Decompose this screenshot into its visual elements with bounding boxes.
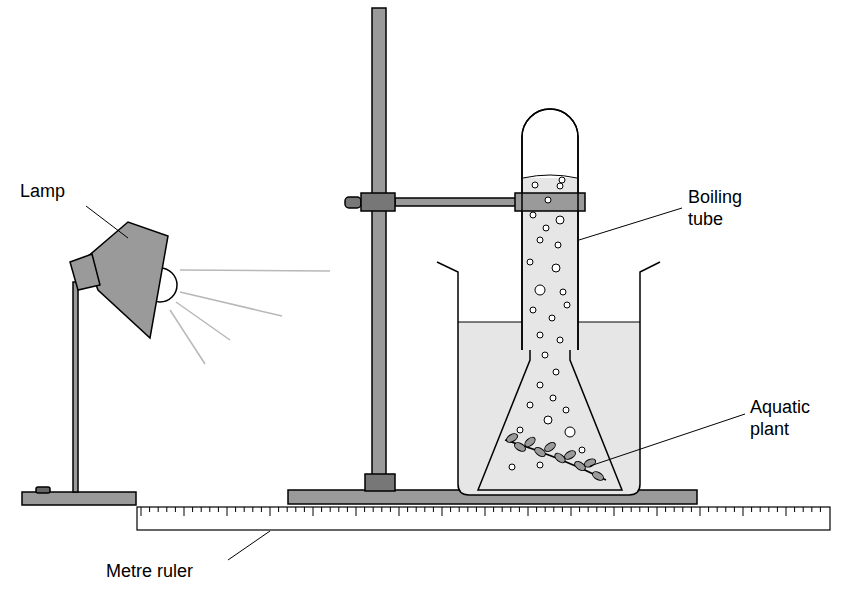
aquatic-plant (505, 440, 606, 480)
lamp-label: Lamp (20, 180, 100, 202)
boiling-tube-label: Boiling tube (688, 186, 778, 230)
metre-ruler-label: Metre ruler (106, 560, 236, 582)
plant-leaves (505, 432, 605, 482)
boiling-tube (515, 109, 585, 350)
leader-lines (86, 206, 745, 560)
retort-stand (288, 8, 697, 504)
light-rays (170, 270, 330, 364)
gas-bubbles (509, 177, 585, 470)
lamp (22, 222, 177, 505)
ruler-ticks (141, 507, 820, 516)
metre-ruler (137, 507, 830, 530)
aquatic-plant-label: Aquatic plant (750, 396, 830, 440)
